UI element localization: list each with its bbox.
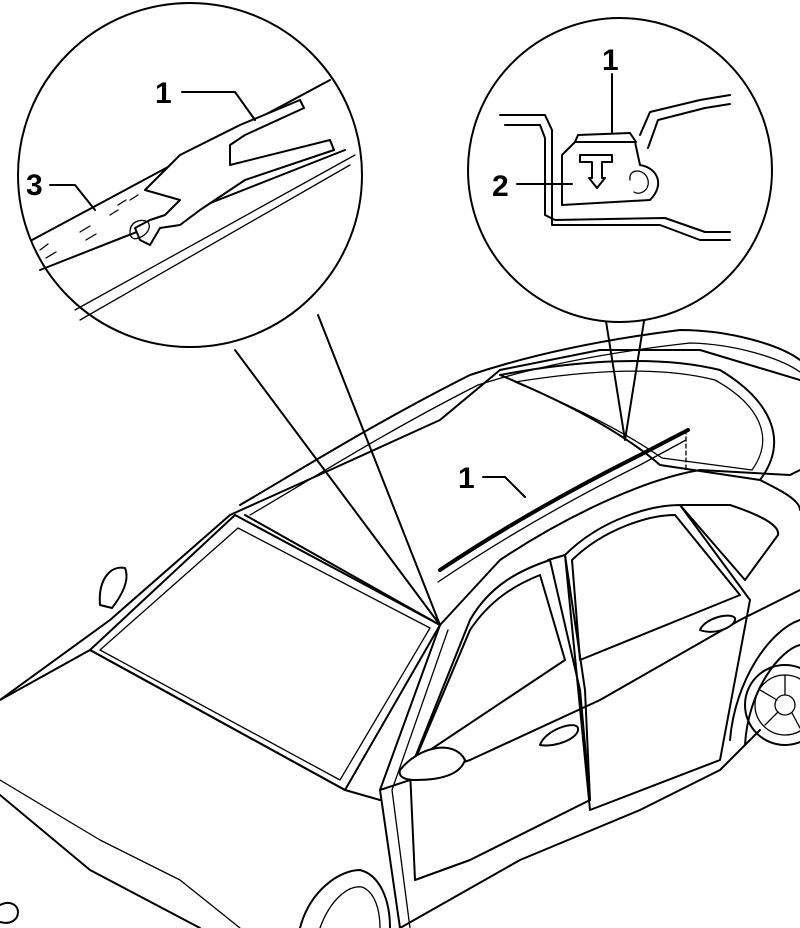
roof-outline [239,329,800,506]
left-detail-leader-1 [181,91,256,121]
rear-quarter-window [679,504,780,581]
right-detail-callout-1: 1 [602,44,619,77]
hood-outline [0,349,800,701]
left-detail-leader-3 [49,184,96,211]
rear-door-handle [699,614,737,633]
rear-door-window [571,514,741,661]
right-detail-panel-outer [499,114,731,241]
sill-line [399,729,761,928]
left-detail-view: 1 3 [17,2,363,348]
rear-body [759,479,800,511]
front-wheel [299,869,391,928]
front-bumper [0,794,201,928]
b-pillar [547,554,591,801]
detail-pointers [234,314,646,626]
roof-callout: 1 [458,462,526,498]
a-pillar [379,624,441,928]
right-detail-moulding-cap [574,132,637,143]
a-pillar-inner [391,629,449,928]
left-detail-moulding-profile [134,99,335,246]
roof-callout-leader [482,476,526,498]
roof-callout-1: 1 [458,462,475,495]
windscreen [89,514,441,791]
washer-jet-icon [98,566,128,609]
right-detail-pointer [604,314,646,441]
left-detail-roof-edge-2 [79,164,351,321]
left-detail-pointer [234,314,441,626]
right-detail-clip-hook [629,170,649,194]
windscreen-inner [99,527,431,781]
right-detail-panel-inner [504,124,731,233]
left-detail-glass-hatching [39,194,139,259]
hood-crease [0,779,241,928]
rear-wheel [729,619,800,746]
front-door [409,559,591,881]
side-mirror [398,746,466,781]
left-detail-callout-3: 3 [26,169,43,202]
right-detail-roof-panel-2 [647,103,731,149]
roof-moulding-strip-edge [437,439,687,583]
hood-front-edge [0,649,381,801]
right-detail-view: 1 2 [467,17,773,323]
car-body [0,329,800,928]
left-detail-roof-edge [74,154,356,311]
right-detail-roof-panel [639,94,731,136]
right-detail-callout-2: 2 [492,170,509,203]
roof-moulding-strip [438,428,690,572]
left-detail-callout-1: 1 [155,77,172,110]
front-badge [0,902,19,924]
right-detail-clip-stem [579,154,613,189]
roof-panel [244,469,800,626]
front-door-handle [539,724,579,747]
front-door-window [414,574,566,761]
rear-door [564,504,751,811]
left-detail-clip [129,219,150,240]
